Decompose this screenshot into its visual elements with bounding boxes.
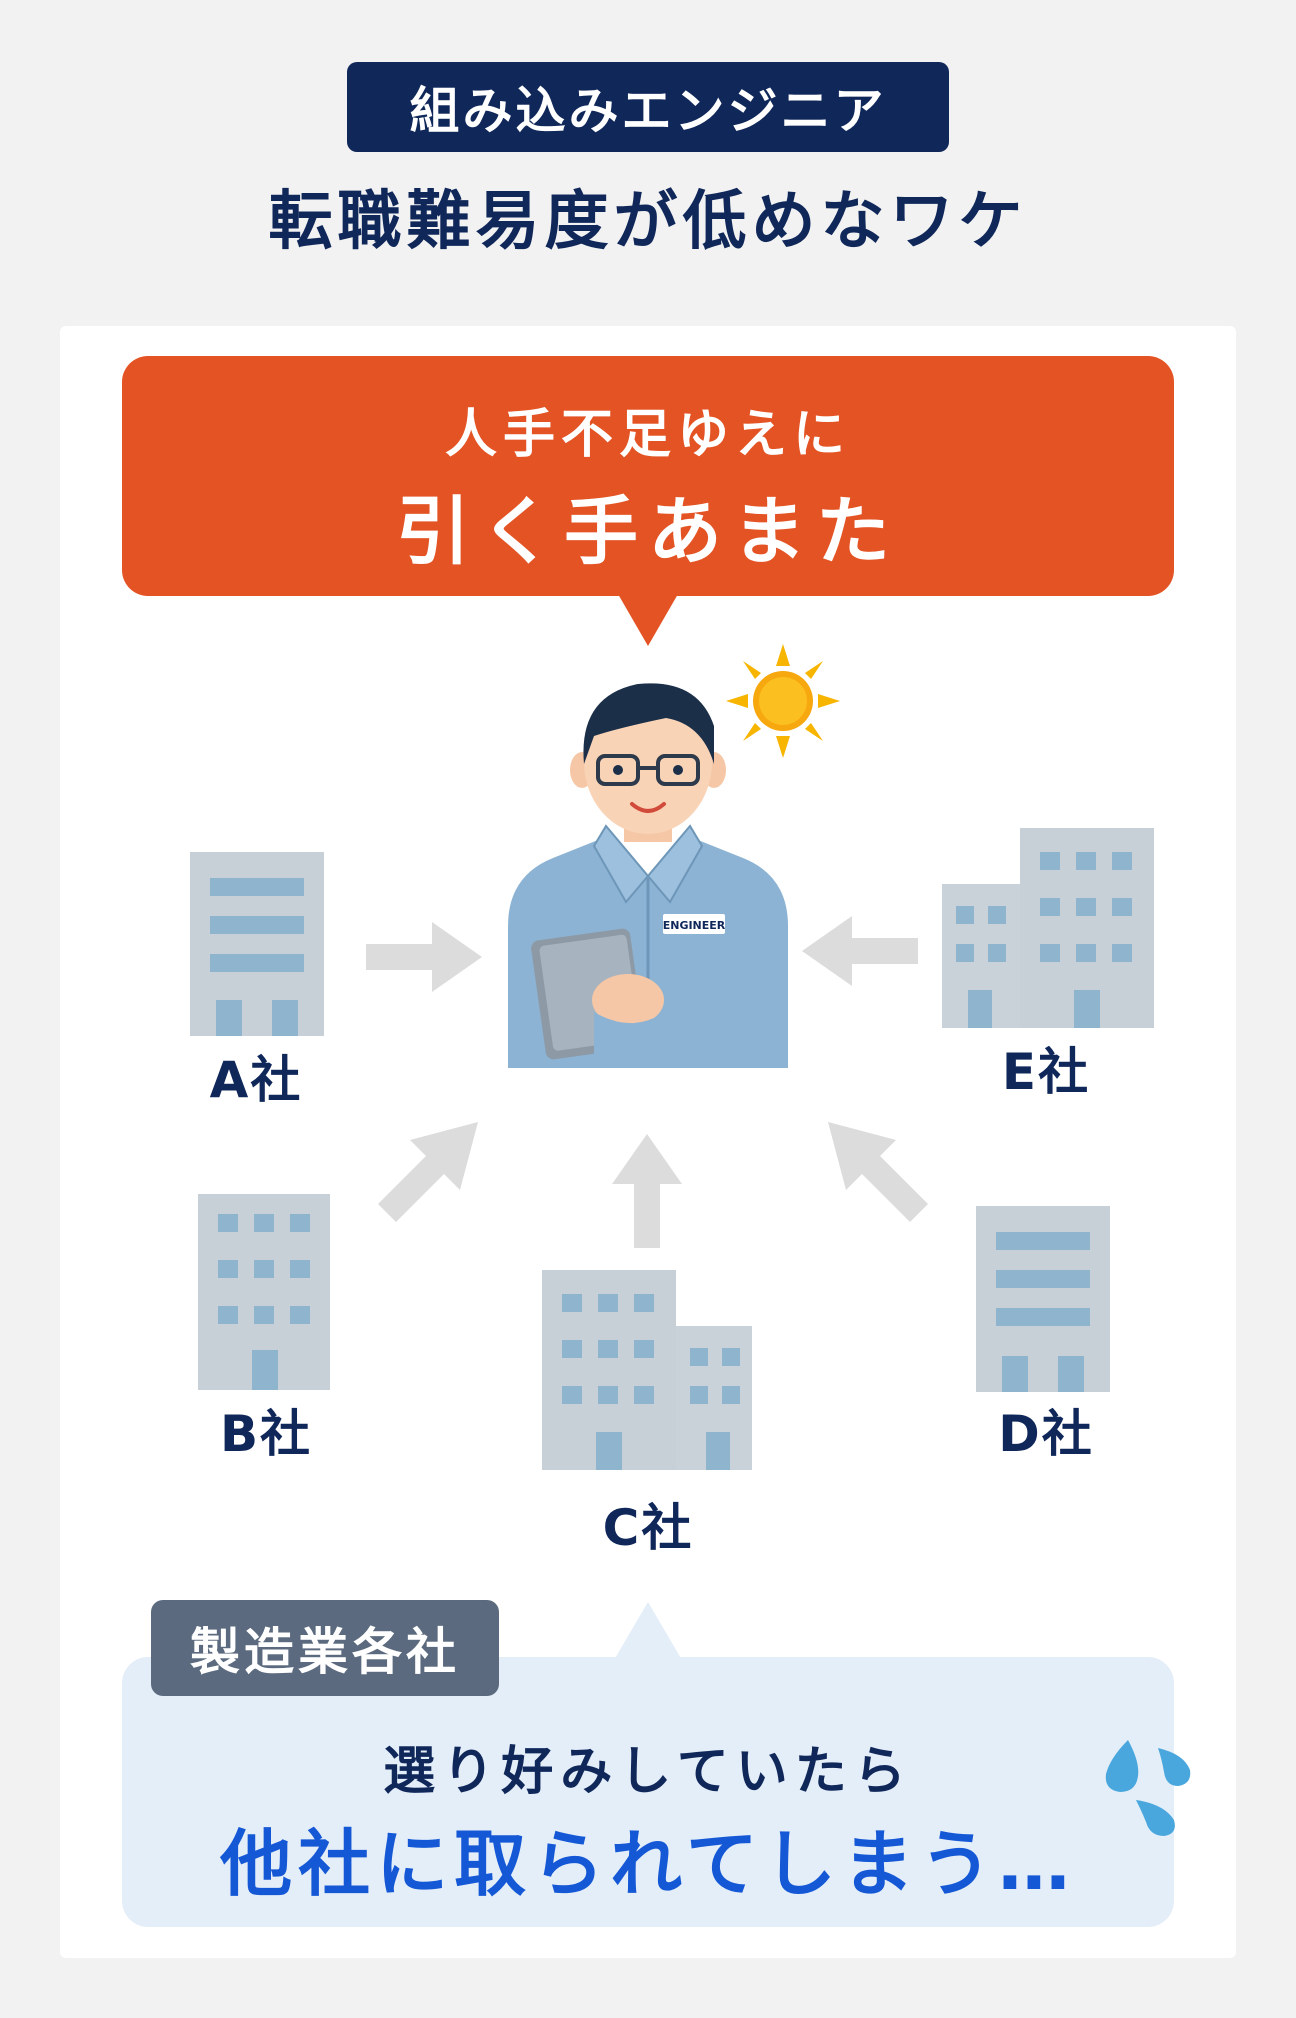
- arrow-up-right-icon: [378, 1122, 478, 1222]
- top-speech-bubble: 人手不足ゆえに 引く手あまた: [122, 356, 1174, 596]
- sun-icon: [726, 644, 840, 758]
- top-bubble-line2: 引く手あまた: [396, 489, 900, 575]
- arrow-up-left-icon: [828, 1122, 928, 1222]
- arrow-up-icon: [612, 1134, 682, 1248]
- page-title: 転職難易度が低めなワケ: [268, 185, 1028, 259]
- sweat-drops-icon: [1105, 1740, 1191, 1836]
- bottom-bubble-line2: 他社に取られてしまう…: [220, 1822, 1076, 1906]
- company-label-c: C社: [602, 1499, 694, 1557]
- bottom-bubble-tail: [614, 1602, 682, 1660]
- building-a: [190, 852, 324, 1036]
- bottom-bubble-line1: 選り好みしていたら: [383, 1742, 913, 1802]
- building-c: [542, 1270, 752, 1470]
- bottom-speech-bubble: 選り好みしていたら 他社に取られてしまう…: [122, 1657, 1174, 1927]
- building-b: [198, 1194, 330, 1390]
- building-d: [976, 1206, 1110, 1392]
- arrow-right-icon: [366, 922, 482, 992]
- building-e: [942, 828, 1154, 1028]
- top-bubble-line1: 人手不足ゆえに: [444, 405, 851, 465]
- engineer-illustration: ENGINEER: [508, 683, 788, 1068]
- company-label-b: B社: [219, 1405, 313, 1463]
- company-label-a: A社: [209, 1051, 303, 1109]
- company-label-d: D社: [998, 1405, 1094, 1463]
- engineer-badge: ENGINEER: [663, 919, 726, 932]
- company-label-e: E社: [1001, 1043, 1091, 1101]
- industry-tag: 製造業各社: [151, 1600, 499, 1696]
- arrow-left-icon: [802, 916, 918, 986]
- category-tag: 組み込みエンジニア: [347, 62, 949, 152]
- top-bubble-tail: [618, 594, 678, 646]
